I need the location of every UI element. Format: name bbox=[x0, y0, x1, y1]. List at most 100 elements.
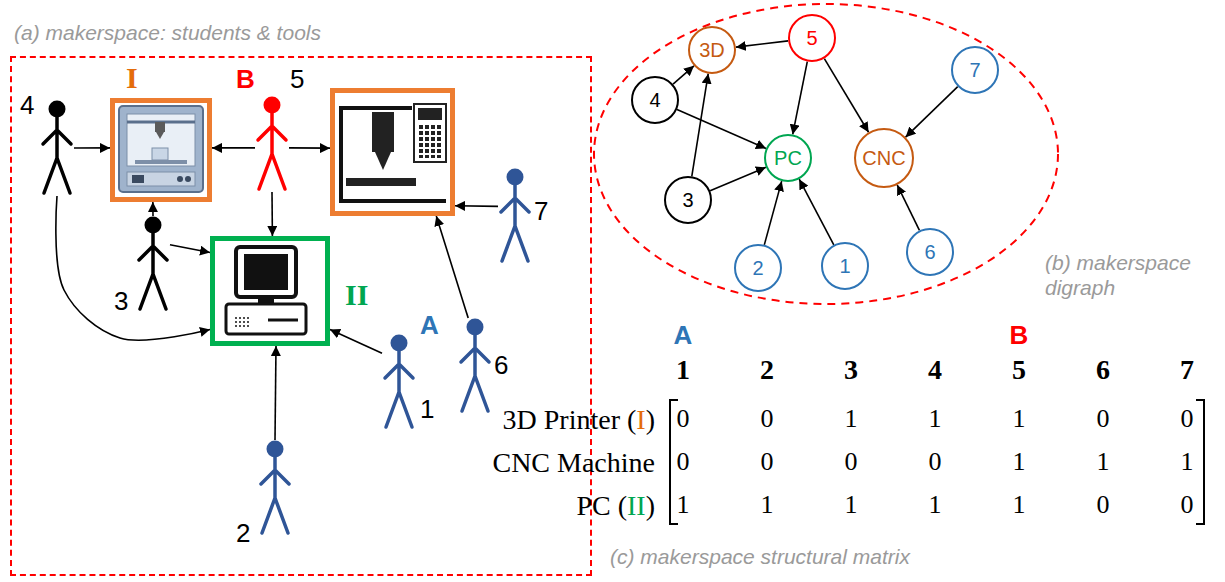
student-number: 3 bbox=[114, 288, 128, 314]
matrix-bracket bbox=[670, 400, 1204, 524]
arrow-connector bbox=[764, 181, 781, 245]
graph-node: 1 bbox=[821, 242, 869, 290]
stick-figure bbox=[258, 440, 292, 536]
graph-node: PC bbox=[764, 134, 812, 182]
arrow-connector bbox=[56, 196, 210, 340]
student-number: 1 bbox=[420, 396, 434, 422]
stick-figure bbox=[498, 168, 532, 264]
panel-region: (a) makerspace: students & toolsIII4B573… bbox=[10, 56, 592, 576]
arrow-connector bbox=[677, 110, 766, 149]
matrix-cell: 0 bbox=[761, 406, 774, 432]
matrix-cell: 0 bbox=[1181, 406, 1194, 432]
graph-region: (b) makerspace digraph3D574PCCNC3216 bbox=[592, 2, 1060, 306]
graph-node: 5 bbox=[788, 14, 836, 62]
arrow-connector bbox=[330, 330, 382, 354]
arrow-connector bbox=[74, 147, 110, 149]
graph-node: CNC bbox=[854, 128, 914, 188]
student-letter: A bbox=[420, 312, 439, 338]
node-label: 7 bbox=[969, 60, 980, 80]
arrow-connector bbox=[710, 167, 766, 190]
label-part: I bbox=[636, 404, 645, 435]
panel-caption: (b) makerspace digraph bbox=[1045, 250, 1195, 300]
column-letter: B bbox=[1010, 322, 1029, 348]
matrix-cell: 0 bbox=[1181, 492, 1194, 518]
student-number: 5 bbox=[290, 66, 304, 92]
column-number: 3 bbox=[844, 356, 858, 384]
stick-figure bbox=[458, 318, 492, 414]
graph-node: 6 bbox=[906, 228, 954, 276]
column-number: 2 bbox=[760, 356, 774, 384]
node-label: 4 bbox=[649, 90, 660, 110]
cnc-illustration bbox=[339, 104, 446, 201]
matrix-cell: 0 bbox=[1097, 492, 1110, 518]
figure-body bbox=[43, 117, 71, 193]
arrow-connector bbox=[673, 66, 694, 84]
column-number: 1 bbox=[676, 356, 690, 384]
arrow-connector bbox=[799, 179, 834, 245]
matrix-cell: 1 bbox=[845, 492, 858, 518]
column-number: 7 bbox=[1180, 356, 1194, 384]
column-letter: A bbox=[674, 322, 693, 348]
label-part: II bbox=[627, 490, 646, 521]
matrix-cell: 0 bbox=[1097, 406, 1110, 432]
matrix-cell: 1 bbox=[929, 406, 942, 432]
figure-body bbox=[385, 351, 413, 427]
matrix-cell: 1 bbox=[677, 492, 690, 518]
figure-head bbox=[267, 441, 284, 458]
figure-head bbox=[391, 335, 408, 352]
matrix-cell: 1 bbox=[845, 406, 858, 432]
node-label: 2 bbox=[752, 258, 763, 278]
figure-body bbox=[261, 457, 289, 533]
graph-node: 2 bbox=[734, 244, 782, 292]
figure-head bbox=[145, 217, 162, 234]
row-label: 3D Printer (I) bbox=[503, 406, 655, 434]
student-figure: B5 bbox=[255, 96, 289, 192]
pc-illustration bbox=[226, 247, 306, 334]
matrix-cell: 1 bbox=[1013, 492, 1026, 518]
figure-body bbox=[501, 185, 529, 261]
figure-caption: (c) makerspace structural matrix bbox=[610, 546, 910, 567]
matrix-cell: 0 bbox=[845, 449, 858, 475]
row-label: CNC Machine bbox=[492, 449, 655, 477]
arrow-connector bbox=[692, 74, 708, 177]
graph-node: 3D bbox=[688, 26, 736, 74]
stick-figure bbox=[40, 100, 74, 196]
node-label: CNC bbox=[862, 148, 905, 168]
arrow-connector bbox=[436, 216, 468, 318]
matrix-cell: 0 bbox=[761, 449, 774, 475]
student-figure: 4 bbox=[40, 100, 74, 196]
matrix-cell: 0 bbox=[677, 449, 690, 475]
node-label: 1 bbox=[839, 256, 850, 276]
matrix-cell: 0 bbox=[929, 449, 942, 475]
arrow-connector bbox=[289, 147, 330, 149]
graph-node: 7 bbox=[951, 46, 999, 94]
figure-head bbox=[467, 319, 484, 336]
node-label: 6 bbox=[924, 242, 935, 262]
arrow-connector bbox=[212, 147, 255, 149]
arrow-connector bbox=[897, 185, 919, 230]
student-number: 2 bbox=[236, 520, 250, 546]
tool-box: I bbox=[110, 98, 212, 202]
matrix-cell: 1 bbox=[1181, 449, 1194, 475]
tool-box bbox=[330, 88, 455, 216]
stick-figure bbox=[382, 334, 416, 430]
student-number: 6 bbox=[494, 352, 508, 378]
figure-body bbox=[258, 113, 286, 189]
student-figure: 3 bbox=[136, 216, 170, 312]
arrow-connector bbox=[152, 202, 154, 216]
matrix-cell: 0 bbox=[677, 406, 690, 432]
tool-numeral: II bbox=[345, 280, 368, 310]
student-number: 4 bbox=[20, 92, 34, 118]
student-letter: B bbox=[236, 66, 255, 92]
label-part: ) bbox=[646, 404, 655, 435]
matrix-cell: 1 bbox=[1013, 406, 1026, 432]
arrow-connector bbox=[170, 245, 210, 253]
column-number: 6 bbox=[1096, 356, 1110, 384]
label-part: ) bbox=[646, 490, 655, 521]
student-figure: 6 bbox=[458, 318, 492, 414]
figure-head bbox=[49, 101, 66, 118]
arrow-connector bbox=[824, 59, 868, 133]
figure-head bbox=[264, 97, 281, 114]
row-label: PC (II) bbox=[576, 492, 655, 520]
student-figure: 7 bbox=[498, 168, 532, 264]
